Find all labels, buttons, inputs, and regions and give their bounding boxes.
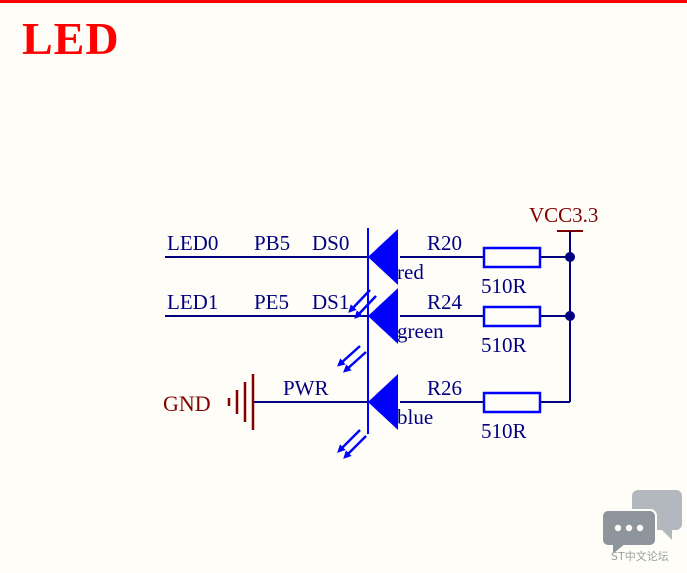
resistor-label-r20: R20	[427, 231, 462, 255]
pin-label-pe5: PE5	[254, 290, 289, 314]
net-label-led0: LED0	[167, 231, 218, 255]
led-ds0-triangle	[368, 229, 398, 285]
resistor-r20	[482, 246, 542, 269]
led-pwr-triangle	[368, 374, 398, 430]
junction-dot-r24	[565, 311, 575, 321]
net-label-led1: LED1	[167, 290, 218, 314]
pin-label-pb5: PB5	[254, 231, 290, 255]
junction-dot-r20	[565, 252, 575, 262]
gnd-label: GND	[163, 391, 211, 416]
resistor-value-r20: 510R	[481, 274, 527, 298]
vcc-label: VCC3.3	[529, 203, 598, 227]
designator-ds1: DS1	[312, 290, 349, 314]
color-label-red: red	[397, 260, 424, 284]
chat-bubbles-icon	[601, 490, 682, 559]
color-label-blue: blue	[397, 405, 433, 429]
designator-ds0: DS0	[312, 231, 349, 255]
color-label-green: green	[397, 319, 444, 343]
resistor-value-r24: 510R	[481, 333, 527, 357]
resistor-r26	[482, 391, 542, 414]
resistor-r24	[482, 305, 542, 328]
page-title: LED	[22, 13, 120, 64]
watermark-text: ST中文论坛	[611, 550, 669, 563]
resistor-label-r24: R24	[427, 290, 463, 314]
vcc-symbol	[557, 230, 583, 245]
led-ds1-triangle	[368, 288, 398, 344]
title-rule	[0, 0, 687, 3]
resistor-value-r26: 510R	[481, 419, 527, 443]
resistor-label-r26: R26	[427, 376, 462, 400]
designator-pwr: PWR	[283, 376, 329, 400]
ground-symbol	[227, 374, 255, 430]
emission-arrows	[337, 289, 377, 459]
